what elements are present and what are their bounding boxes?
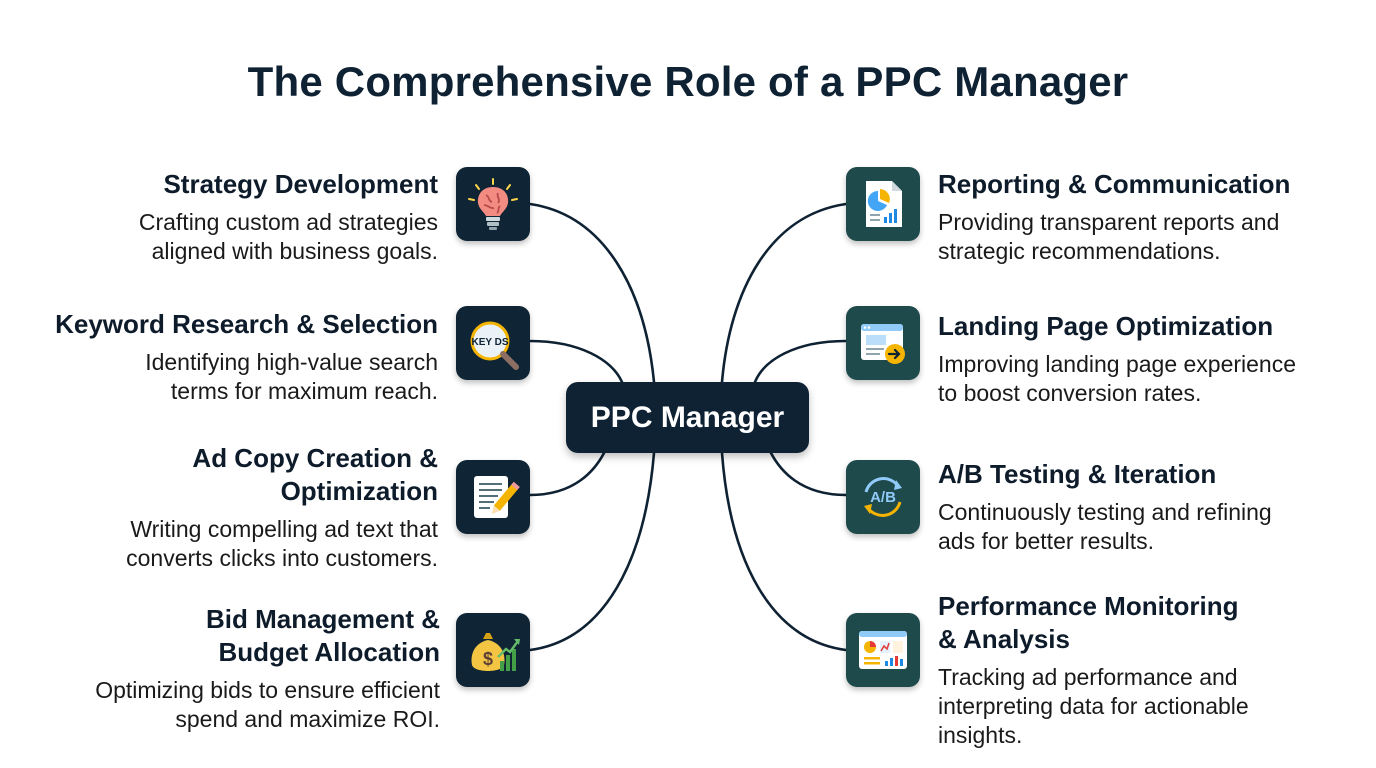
node-title: Keyword Research & Selection: [55, 309, 438, 339]
node-description: Improving landing page experience to boo…: [938, 351, 1297, 406]
reporting-icon-tile: [846, 167, 920, 241]
node-title: Reporting & Communication: [938, 169, 1291, 199]
brain-lightbulb-icon: [468, 178, 518, 230]
node-title: Bid Management & Budget Allocation: [205, 604, 440, 667]
connector-strategy-development: [528, 202, 656, 384]
node-description: Continuously testing and refining ads fo…: [938, 499, 1272, 554]
icon-dollar-text: $: [483, 649, 493, 669]
report-document-icon: [866, 181, 902, 227]
icon-keywords-text: KEY DS: [471, 337, 508, 348]
node-description: Crafting custom ad strategies aligned wi…: [138, 209, 438, 264]
node-landing-page: Landing Page Optimization Improving land…: [938, 310, 1296, 408]
diagram-title: The Comprehensive Role of a PPC Manager: [247, 58, 1129, 105]
node-title: Ad Copy Creation & Optimization: [192, 443, 438, 506]
node-description: Optimizing bids to ensure efficient spen…: [95, 677, 440, 732]
icon-ab-text: A/B: [870, 489, 896, 506]
node-bid-management: Bid Management & Budget Allocation Optim…: [95, 603, 440, 734]
connector-ad-copy: [528, 451, 606, 497]
strategy-icon-tile: [456, 167, 530, 241]
document-pencil-icon: [474, 476, 520, 518]
node-description: Identifying high-value search terms for …: [145, 349, 438, 404]
landing-page-icon-tile: [846, 306, 920, 380]
node-strategy-development: Strategy Development Crafting custom ad …: [139, 168, 438, 266]
connector-ab-testing: [769, 451, 848, 497]
ad-copy-icon-tile: [456, 460, 530, 534]
node-title: A/B Testing & Iteration: [938, 459, 1217, 489]
landing-page-arrow-icon: [861, 324, 905, 364]
node-description: Providing transparent reports and strate…: [938, 209, 1280, 264]
hub-node: PPC Manager: [566, 382, 809, 453]
ab-cycle-icon: A/B: [864, 477, 902, 517]
node-description: Writing compelling ad text that converts…: [126, 516, 438, 571]
connector-keyword-research: [528, 339, 624, 384]
performance-icon-tile: [846, 613, 920, 687]
keywords-magnifier-icon: KEY DS: [470, 321, 519, 370]
ab-testing-icon-tile: A/B: [846, 460, 920, 534]
keyword-icon-tile: KEY DS: [456, 306, 530, 380]
connector-bid-management: [528, 451, 656, 652]
bid-icon-tile: $: [456, 613, 530, 687]
node-reporting: Reporting & Communication Providing tran…: [938, 168, 1290, 266]
connector-landing-page: [753, 339, 848, 384]
node-ab-testing: A/B Testing & Iteration Continuously tes…: [938, 458, 1272, 556]
money-bag-growth-icon: $: [471, 633, 520, 671]
node-performance-monitoring: Performance Monitoring & Analysis Tracki…: [938, 590, 1249, 750]
node-title: Performance Monitoring & Analysis: [938, 591, 1239, 654]
node-ad-copy: Ad Copy Creation & Optimization Writing …: [126, 442, 438, 573]
node-description: Tracking ad performance and interpreting…: [938, 664, 1249, 748]
analytics-dashboard-icon: [859, 631, 907, 669]
connector-reporting: [720, 202, 848, 384]
node-keyword-research: Keyword Research & Selection Identifying…: [55, 308, 438, 406]
connector-performance-monitoring: [720, 451, 848, 652]
hub-label: PPC Manager: [590, 400, 785, 434]
node-title: Landing Page Optimization: [938, 311, 1274, 341]
node-title: Strategy Development: [163, 169, 438, 199]
